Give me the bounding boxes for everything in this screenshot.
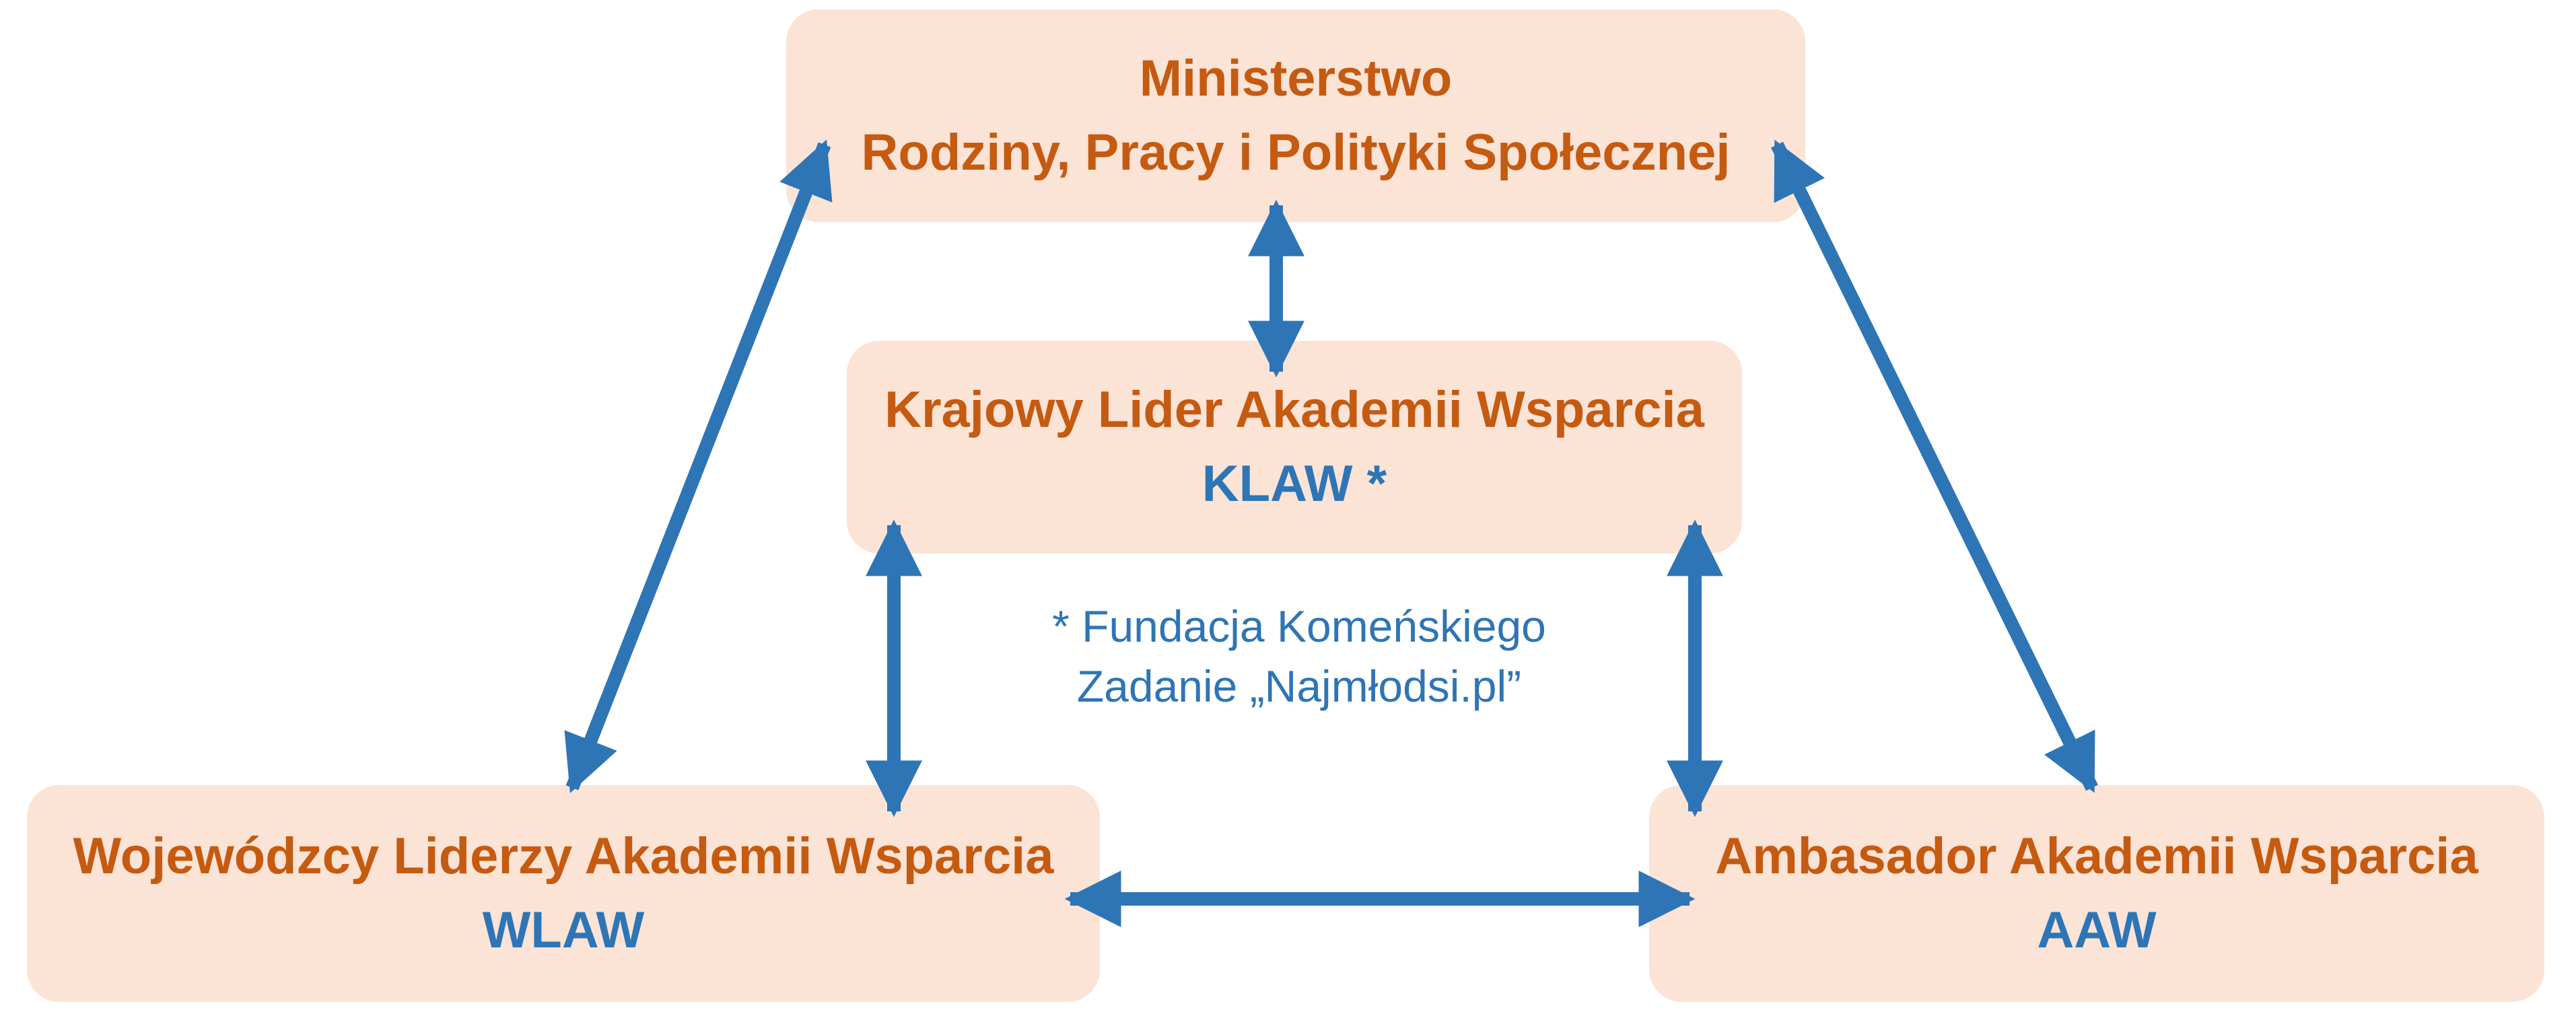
aaw-box: Ambasador Akademii Wsparcia AAW bbox=[1649, 785, 2544, 1002]
wlaw-box: Wojewódzcy Liderzy Akademii Wsparcia WLA… bbox=[27, 785, 1100, 1002]
footnote-line2: Zadanie „Najmłodsi.pl” bbox=[1076, 661, 1522, 712]
arrow-ministry-aaw bbox=[1771, 139, 2098, 793]
ministry-box: Ministerstwo Rodziny, Pracy i Polityki S… bbox=[786, 9, 1805, 222]
aaw-abbreviation: AAW bbox=[2037, 902, 2157, 959]
wlaw-abbreviation: WLAW bbox=[482, 902, 645, 959]
klaw-title: Krajowy Lider Akademii Wsparcia bbox=[884, 380, 1704, 438]
footnote-line1: * Fundacja Komeńskiego bbox=[1052, 601, 1546, 651]
wlaw-title: Wojewódzcy Liderzy Akademii Wsparcia bbox=[73, 827, 1054, 885]
arrow-ministry-wlaw bbox=[564, 139, 833, 793]
klaw-abbreviation: KLAW * bbox=[1202, 455, 1387, 512]
footnote: * Fundacja Komeńskiego Zadanie „Najmłods… bbox=[929, 597, 1669, 716]
ministry-title-line1: Ministerstwo bbox=[1139, 49, 1453, 107]
ministry-title-line2: Rodziny, Pracy i Polityki Społecznej bbox=[861, 124, 1731, 181]
aaw-title: Ambasador Akademii Wsparcia bbox=[1715, 827, 2478, 885]
